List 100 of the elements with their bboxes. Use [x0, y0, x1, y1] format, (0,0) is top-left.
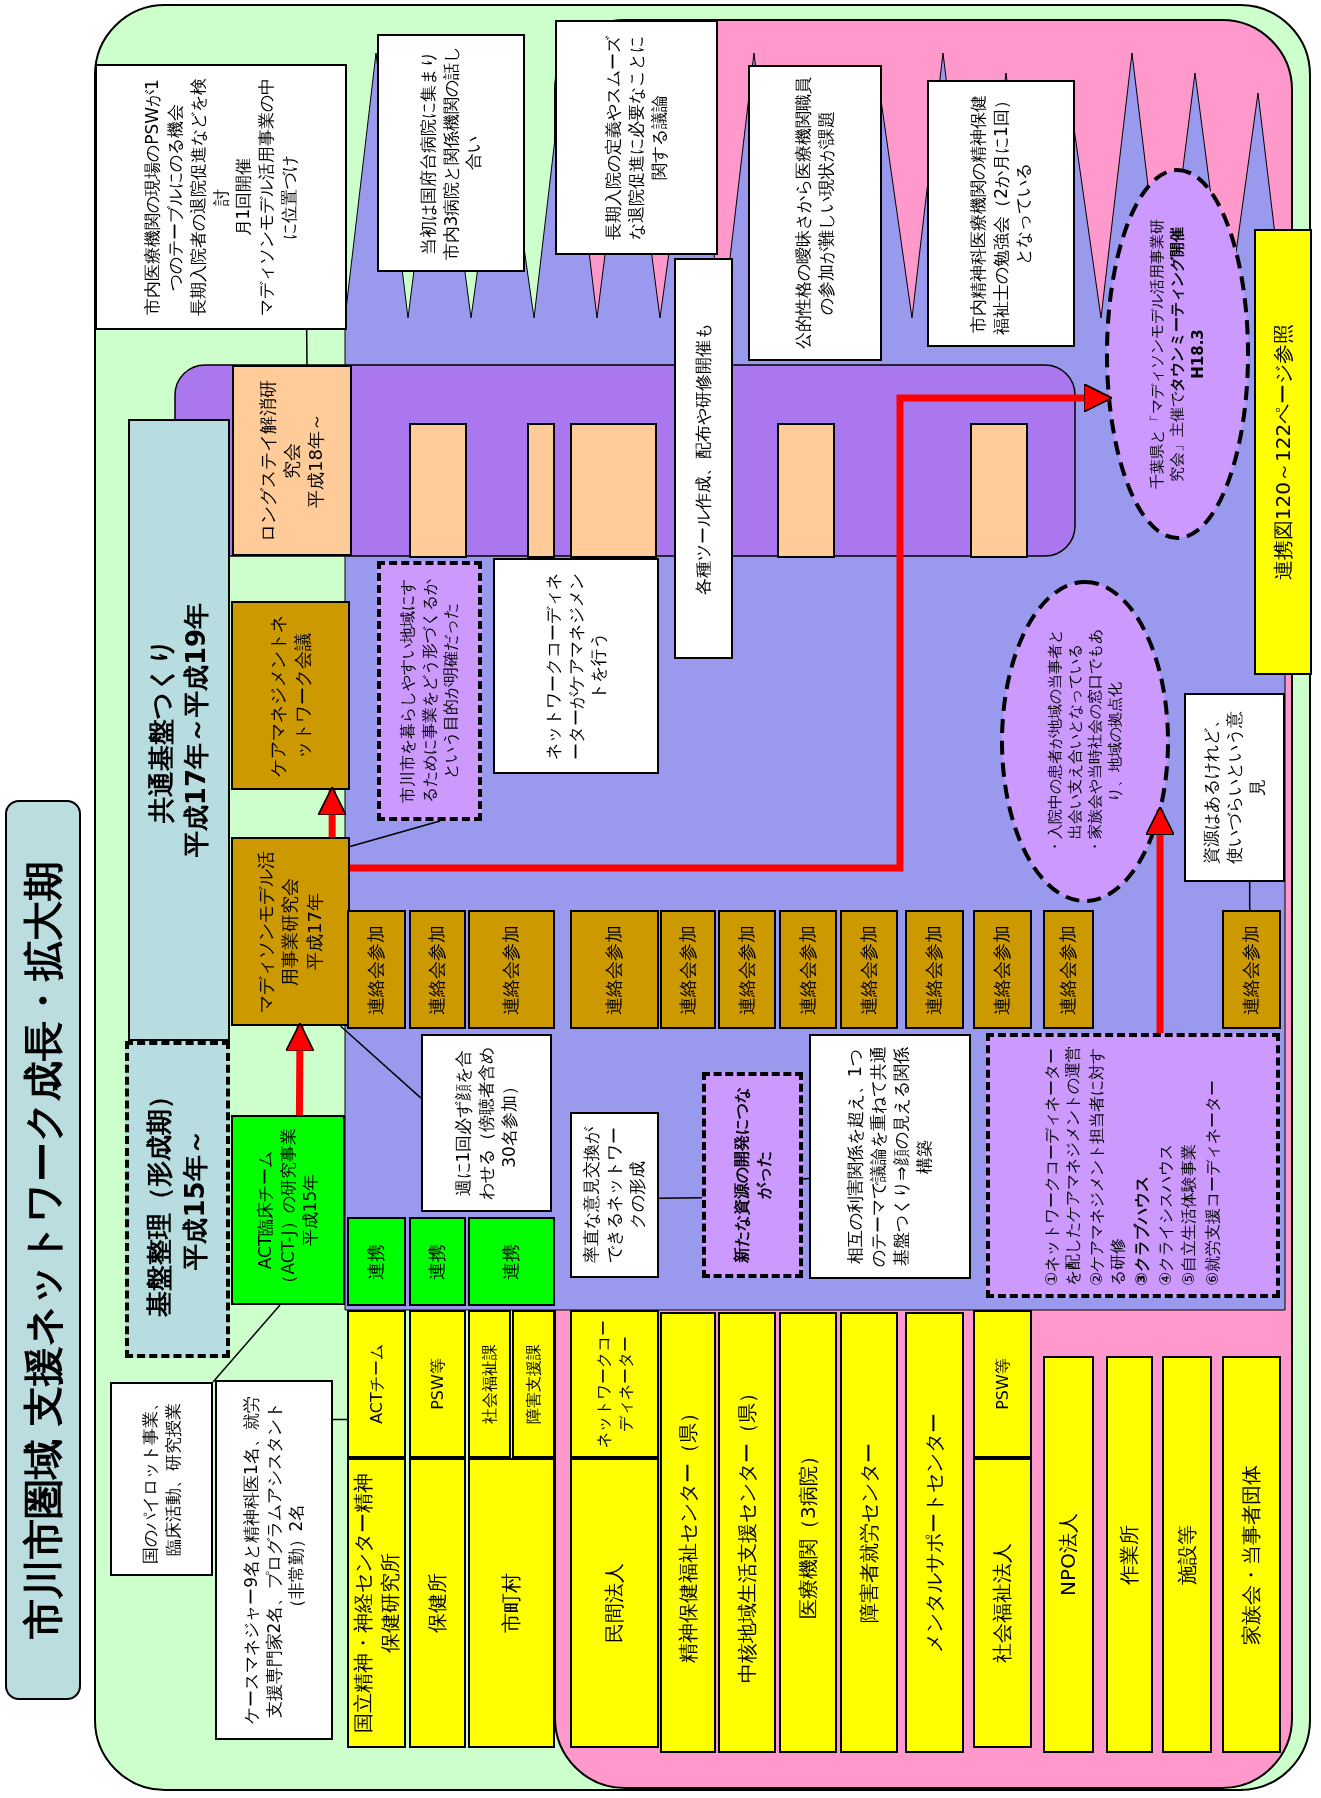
- box-label: ロングステイ解消研究会: [255, 378, 303, 544]
- callout-box: [377, 34, 525, 272]
- box-label: 民間法人: [601, 1563, 627, 1643]
- box-label: 率直な意見交換ができるネットワークの形成: [580, 1126, 648, 1265]
- connector-line: [802, 1177, 810, 1180]
- link-tag: [570, 910, 659, 1029]
- callout-box: [1184, 693, 1285, 882]
- link-tag: [660, 910, 716, 1029]
- box-label: 連絡会参加: [856, 924, 880, 1015]
- box-label: 施設等: [1173, 1524, 1200, 1585]
- program-box: [231, 601, 350, 790]
- connector-line: [332, 1418, 348, 1421]
- organization-box: [1162, 1356, 1212, 1753]
- box-label: 各種ツール作成、配布や研修開催も: [692, 322, 715, 595]
- box-label: ACTチーム: [365, 1344, 387, 1424]
- organization-box: [1106, 1356, 1153, 1753]
- callout-box: [555, 20, 718, 255]
- organization-box: [512, 1310, 555, 1458]
- box-label: ・入院中の患者が地域の当事者と出会い支え合いとなっている: [1044, 628, 1085, 856]
- program-box: [570, 423, 657, 558]
- program-box: [231, 1115, 345, 1305]
- box-label: 連絡会参加: [990, 924, 1014, 1015]
- box-label: 社会福祉課: [478, 1344, 500, 1424]
- box-label: 基盤整理（形成期）: [143, 1082, 176, 1317]
- organization-box: [718, 1312, 776, 1753]
- organization-box: [468, 1310, 511, 1458]
- box-label: 連携: [425, 1243, 449, 1280]
- link-tag: [468, 1217, 555, 1306]
- box-label: ケースマネジャー9名と精神科医1名、就労支援専門家2名、プログラムアシスタント（非常勤）2名: [239, 1395, 308, 1726]
- box-label: 市川市を暮らしやすい地域にするために事業をどう形づくるかという目的が明確だった: [397, 578, 462, 805]
- arrow: [285, 1022, 315, 1116]
- box-label: マディソンモデル活用事業の中に位置づけ: [255, 77, 301, 318]
- box-label: 共通基盤つくり: [144, 637, 177, 823]
- connector-line: [212, 1304, 281, 1383]
- organization-box: [1222, 1356, 1281, 1753]
- box-label: 医療機関（3病院）: [794, 1446, 821, 1619]
- box-label: 資源はあるけれど、使いづらいという意見: [1200, 710, 1268, 866]
- program-box: [409, 423, 467, 558]
- organization-box: [660, 1312, 716, 1753]
- callout-box: [748, 65, 882, 361]
- box-label: 中核地域生活支援センター（県）: [733, 1382, 760, 1683]
- box-label: 連絡会参加: [922, 924, 946, 1015]
- link-tag: [347, 1217, 406, 1306]
- arrow: [350, 383, 1113, 872]
- link-tag: [409, 910, 466, 1029]
- box-label: 長期入院者の退院促進などを検討: [186, 77, 232, 318]
- organization-box: [409, 1458, 466, 1748]
- box-label: ACT臨床チーム（ACT-J）の研究事業平成15年: [253, 1127, 322, 1294]
- box-label: 連絡会参加: [602, 924, 626, 1015]
- note-box: [986, 1033, 1280, 1298]
- organization-box: [840, 1312, 898, 1753]
- box-label: 連絡会参加: [1056, 924, 1080, 1015]
- box-label: 連絡会参加: [675, 924, 699, 1015]
- organization-box: [468, 1458, 555, 1748]
- box-label: ・家族会や当時社会の窓口でもあり、地域の拠点化: [1085, 628, 1126, 856]
- box-label: 国のパイロット事業、臨床活動、研究授業: [138, 1393, 184, 1566]
- phase-band: [125, 1041, 230, 1358]
- note-ellipse: [1000, 580, 1170, 903]
- box-label: ②ケアマネジメント担当者に対する研修: [1085, 1046, 1129, 1286]
- box-label: 市内医療機関の現場のPSWが1つのテーブルにのる機会: [140, 78, 186, 317]
- box-label: 平成17年: [302, 893, 326, 970]
- organization-box: [973, 1458, 1032, 1748]
- box-label: 相互の利害関係を超え、1つのテーマで議論を重ねて共通基盤つくり⇒顔の見える関係構築: [844, 1045, 935, 1269]
- box-label: 家族会・当事者団体: [1238, 1464, 1264, 1645]
- box-label: 平成17年～平成19年: [180, 602, 212, 858]
- box-label: ⑥就労支援コーディネーター: [1201, 1079, 1223, 1286]
- box-label: PSW等: [426, 1358, 448, 1410]
- box-label: 障害者就労センター: [855, 1442, 882, 1623]
- connector-line: [349, 820, 441, 848]
- callout-box: [927, 80, 1075, 347]
- connector-line: [305, 329, 308, 366]
- program-box: [777, 423, 835, 558]
- box-label: 障害支援課: [522, 1344, 544, 1424]
- box-label: PSW等: [991, 1358, 1013, 1410]
- title: 市川市圏域 支援ネットワーク成長・拡大期: [5, 800, 81, 1700]
- box-label: 週に1回必ず顔を合わせる（傍聴者含め30名参加）: [452, 1045, 520, 1202]
- arrow: [1145, 806, 1175, 1033]
- callout-box: [110, 1382, 213, 1576]
- box-label: 連絡会参加: [425, 924, 449, 1015]
- box-label: 月1回開催: [232, 157, 255, 237]
- box-label: マディソンモデル活用事業研究会: [254, 849, 302, 1015]
- link-tag: [347, 910, 406, 1029]
- box-label: 作業所: [1116, 1524, 1142, 1585]
- phase-band: [128, 419, 230, 1041]
- box-label: NPO法人: [1055, 1513, 1081, 1596]
- program-box: [527, 423, 555, 558]
- program-box: [231, 837, 350, 1026]
- box-label: 当初は国府台病院に集まり市内3病院と関係機関の話し合い: [416, 44, 485, 262]
- organization-box: [570, 1458, 659, 1748]
- box-label: 連絡会参加: [795, 924, 819, 1015]
- organization-box: [905, 1312, 964, 1753]
- box-label: 社会福祉法人: [989, 1543, 1015, 1663]
- link-tag: [905, 910, 964, 1029]
- box-label: 連携図120～122ページ参照: [1269, 323, 1296, 581]
- box-label: 連絡会参加: [364, 924, 388, 1015]
- box-label: 市内精神科医療機関の精神保健福祉士の勉強会（2か月に1回）となっている: [966, 91, 1035, 337]
- callout-box: [215, 1380, 333, 1740]
- link-tag: [718, 910, 776, 1029]
- organization-box: [347, 1458, 406, 1748]
- box-label: 平成15年～: [178, 1129, 211, 1270]
